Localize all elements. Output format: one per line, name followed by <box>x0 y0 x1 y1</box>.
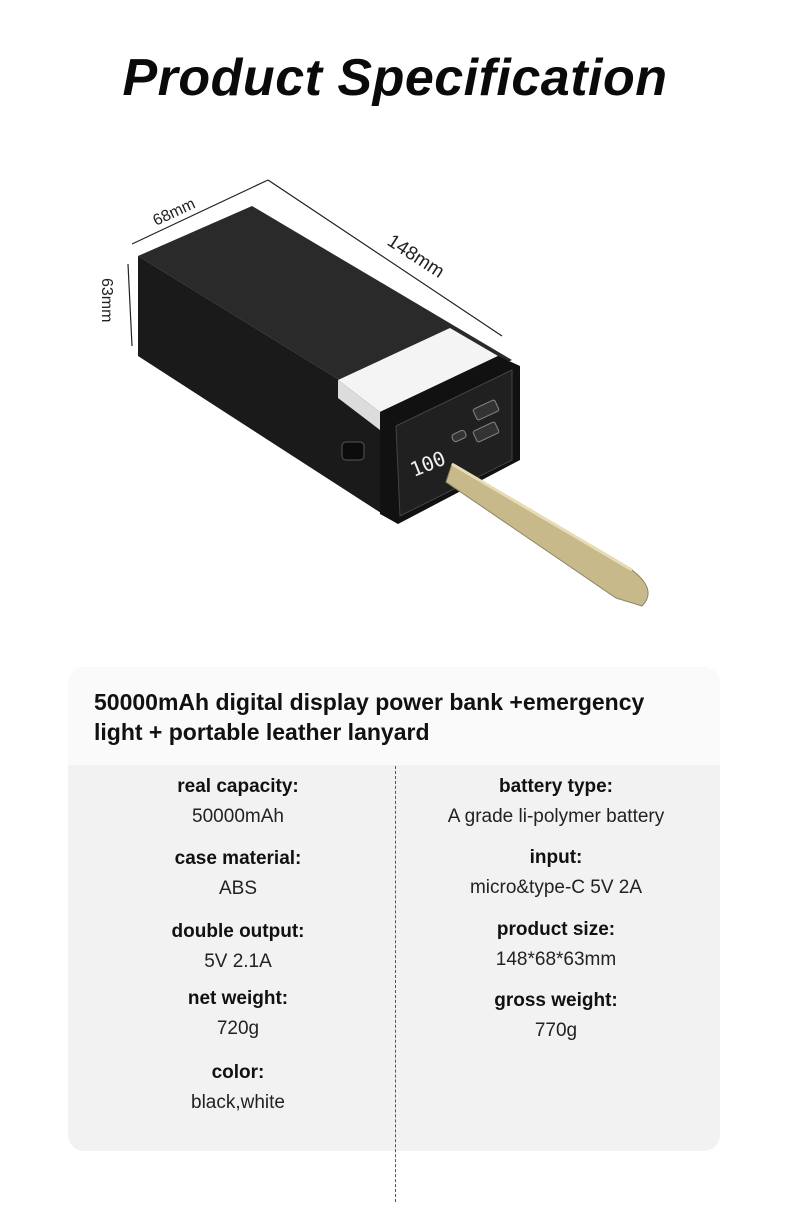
spec-value: 148*68*63mm <box>495 949 617 970</box>
spec-value: ABS <box>218 878 258 899</box>
spec-real-capacity: real capacity: 50000mAh <box>68 776 408 828</box>
spec-value: A grade li-polymer battery <box>447 806 665 827</box>
spec-card-header: 50000mAh digital display power bank +eme… <box>68 667 720 765</box>
dimension-lines <box>127 179 503 347</box>
spec-value: 50000mAh <box>192 806 284 827</box>
spec-product-size: product size: 148*68*63mm <box>396 919 716 971</box>
spec-value: 770g <box>534 1020 578 1041</box>
product-heading: 50000mAh digital display power bank +eme… <box>94 687 704 747</box>
power-bank-device: 100 <box>138 206 649 607</box>
page-title: Product Specification <box>122 49 668 107</box>
spec-value: 5V 2.1A <box>204 951 272 972</box>
spec-input: input: micro&type-C 5V 2A <box>396 847 716 899</box>
spec-key: input: <box>529 847 583 868</box>
spec-case-material: case material: ABS <box>68 848 408 900</box>
spec-battery-type: battery type: A grade li-polymer battery <box>396 776 716 828</box>
spec-key: case material: <box>174 848 302 869</box>
length-dimension-label: 148mm <box>383 231 448 283</box>
spec-color: color: black,white <box>68 1062 408 1114</box>
heading-line-1: 50000mAh digital display power bank +eme… <box>94 689 645 715</box>
spec-key: color: <box>211 1062 265 1083</box>
spec-key: product size: <box>496 919 616 940</box>
spec-key: real capacity: <box>177 776 299 797</box>
spec-double-output: double output: 5V 2.1A <box>68 921 408 973</box>
height-dimension-label: 63mm <box>98 278 115 322</box>
spec-key: battery type: <box>498 776 614 797</box>
spec-net-weight: net weight: 720g <box>68 988 408 1040</box>
spec-key: gross weight: <box>494 990 618 1011</box>
spec-value: black,white <box>191 1092 285 1113</box>
spec-value: micro&type-C 5V 2A <box>469 877 643 898</box>
spec-key: net weight: <box>187 988 289 1009</box>
spec-gross-weight: gross weight: 770g <box>396 990 716 1042</box>
column-divider <box>395 766 396 1202</box>
heading-line-2: light + portable leather lanyard <box>94 719 430 745</box>
spec-key: double output: <box>171 921 305 942</box>
spec-card: 50000mAh digital display power bank +eme… <box>68 667 720 1151</box>
product-illustration: 68mm 148mm 63mm 100 <box>98 179 649 607</box>
spec-value: 720g <box>216 1018 260 1039</box>
